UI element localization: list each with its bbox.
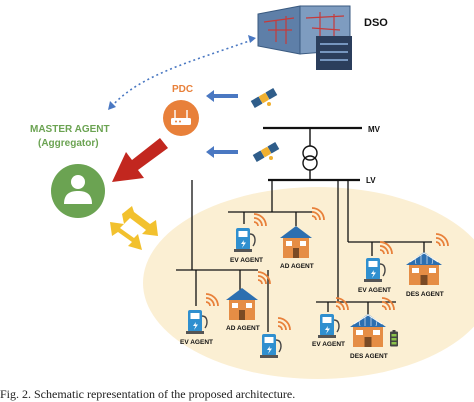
- dso-label: DSO: [364, 17, 388, 29]
- red-arrow: [112, 138, 168, 182]
- dso-arrowhead: [248, 35, 256, 43]
- ad-agent-label: AD AGENT: [280, 263, 314, 270]
- ev-agent-label: EV AGENT: [312, 341, 345, 348]
- distribution-lines: [176, 180, 432, 332]
- pdc-router-icon: [171, 110, 191, 125]
- des-agent-label: DES AGENT: [406, 291, 444, 298]
- pdc-label: PDC: [172, 84, 193, 95]
- ev-agent-label: EV AGENT: [180, 339, 213, 346]
- ad-agent-label: AD AGENT: [226, 325, 260, 332]
- aggregator-label: (Aggregator): [38, 138, 99, 149]
- yellow-arrow-in: [110, 222, 142, 250]
- figure-caption: Fig. 2. Schematic representation of the …: [0, 387, 296, 401]
- battery-icon: [390, 330, 398, 347]
- lv-label: LV: [366, 176, 376, 185]
- blue-arrow-top: [206, 90, 238, 102]
- dso-server-icon: [257, 5, 352, 70]
- dso-master-link: [111, 39, 253, 107]
- master-arrowhead: [108, 101, 116, 110]
- ev-agent-label: EV AGENT: [230, 257, 263, 264]
- community-area: [143, 187, 474, 379]
- satellite-icon: [252, 142, 280, 162]
- yellow-arrow-out: [122, 206, 158, 236]
- agent-person-icon: [64, 175, 92, 204]
- mv-label: MV: [368, 125, 381, 134]
- satellite-icon: [250, 88, 278, 108]
- blue-arrow-bottom: [206, 146, 238, 158]
- master-agent-label: MASTER AGENT: [30, 124, 110, 135]
- ev-agent-label: EV AGENT: [358, 287, 391, 294]
- des-agent-label: DES AGENT: [350, 353, 388, 360]
- transformer-icon: [302, 145, 318, 171]
